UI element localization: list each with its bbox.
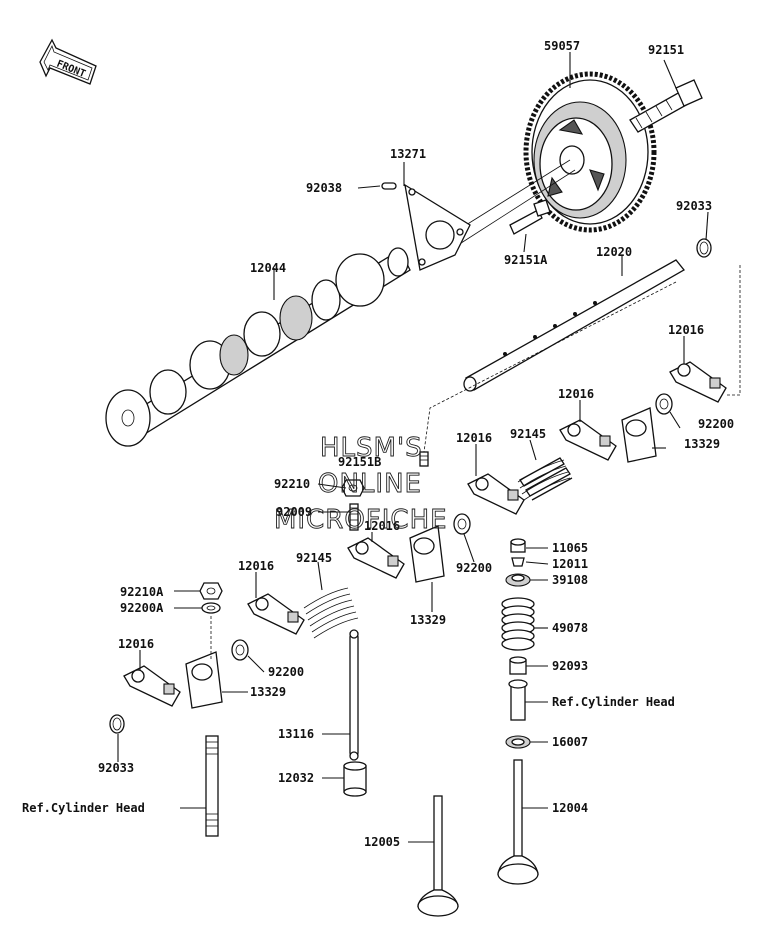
- part-label: 59057: [544, 39, 580, 53]
- bolt-92151: [629, 79, 703, 133]
- valve-guide: [508, 679, 528, 721]
- leader-lines: [117, 52, 709, 843]
- part-label: 13271: [390, 147, 426, 161]
- part-label: 92038: [306, 181, 342, 195]
- part-label: 12016: [364, 519, 400, 533]
- front-arrow-icon: FRONT: [39, 38, 97, 85]
- watermark-line-2: ONLINE: [318, 469, 422, 499]
- part-label: 92145: [296, 551, 332, 565]
- part-label: Ref.Cylinder Head: [552, 695, 675, 709]
- spring-92145-b: [303, 587, 359, 639]
- part-label: 12016: [558, 387, 594, 401]
- nut-92210A: [199, 582, 223, 600]
- part-label: 92200: [698, 417, 734, 431]
- key-92038: [381, 182, 397, 190]
- part-label: 13329: [250, 685, 286, 699]
- rocker-shaft-12020: [463, 259, 685, 392]
- seal-92093: [509, 656, 527, 675]
- watermark-line-3: MICROFICHE: [274, 505, 448, 535]
- valve-spring-49078: [501, 597, 535, 651]
- rocker-support-13329-a: [621, 407, 657, 463]
- part-label: 92151A: [504, 253, 548, 267]
- part-label: 92200: [456, 561, 492, 575]
- rocker-arm-12016-e: [247, 593, 305, 635]
- part-label: 92151: [648, 43, 684, 57]
- adjust-screw-92009: [349, 503, 359, 531]
- part-labels: 59057 92151 13271 92038 92033 92151A 120…: [22, 39, 734, 849]
- washer-92200A: [201, 602, 221, 614]
- part-label: 92200A: [120, 601, 164, 615]
- stud-left: [205, 735, 219, 837]
- part-label: 12016: [238, 559, 274, 573]
- part-label: 92033: [676, 199, 712, 213]
- tappet-12032: [343, 761, 367, 797]
- watermark: HLSM'S ONLINE MICROFICHE: [274, 433, 448, 536]
- washer-92200-c: [231, 639, 249, 661]
- watermark-line-1: HLSM'S: [320, 433, 423, 463]
- part-label: 12011: [552, 557, 588, 571]
- circlip-92033-bottom: [109, 714, 125, 734]
- rocker-arm-12016-f: [123, 665, 181, 707]
- rocker-arm-12016-a: [669, 361, 727, 403]
- part-label: 92145: [510, 427, 546, 441]
- rocker-support-13329-c: [185, 651, 223, 709]
- part-label: 12020: [596, 245, 632, 259]
- part-label: 16007: [552, 735, 588, 749]
- part-label: 12016: [668, 323, 704, 337]
- part-label: 92151B: [338, 455, 381, 469]
- part-label: 92093: [552, 659, 588, 673]
- rocker-arm-12016-b: [559, 419, 617, 461]
- part-label: 92200: [268, 665, 304, 679]
- valve-12004: [497, 759, 539, 885]
- cam-gear-59057: [523, 71, 657, 233]
- cap-11065: [510, 538, 526, 553]
- retainer-39108: [505, 573, 531, 587]
- washer-92200-b: [453, 513, 471, 535]
- part-label: Ref.Cylinder Head: [22, 801, 145, 815]
- part-label: 13329: [410, 613, 446, 627]
- bolt-92151A: [509, 199, 551, 235]
- valve-12005: [417, 795, 459, 917]
- part-label: 13116: [278, 727, 314, 741]
- spring-92145-a: [517, 457, 573, 501]
- part-label: 13329: [684, 437, 720, 451]
- part-label: 39108: [552, 573, 588, 587]
- part-label: 11065: [552, 541, 588, 555]
- part-label: 49078: [552, 621, 588, 635]
- seat-16007: [505, 735, 531, 749]
- rocker-arm-12016-c: [467, 473, 525, 515]
- part-label: 12032: [278, 771, 314, 785]
- washer-92200-a: [655, 393, 673, 415]
- thrust-plate-13271: [404, 183, 471, 271]
- part-label: 12016: [118, 637, 154, 651]
- rocker-support-13329-b: [409, 525, 445, 583]
- part-label: 12005: [364, 835, 400, 849]
- part-label: 12016: [456, 431, 492, 445]
- part-label: 92210A: [120, 585, 164, 599]
- nut-92210: [341, 479, 365, 497]
- camshaft-12044: [105, 247, 411, 447]
- rocker-arm-12016-d: [347, 537, 405, 579]
- part-label: 92009: [276, 505, 312, 519]
- collet-12011: [511, 557, 525, 567]
- push-rod-13116: [349, 629, 359, 761]
- part-label: 12004: [552, 801, 588, 815]
- part-label: 12044: [250, 261, 286, 275]
- part-label: 92033: [98, 761, 134, 775]
- part-label: 92210: [274, 477, 310, 491]
- circlip-92033-top: [696, 238, 712, 258]
